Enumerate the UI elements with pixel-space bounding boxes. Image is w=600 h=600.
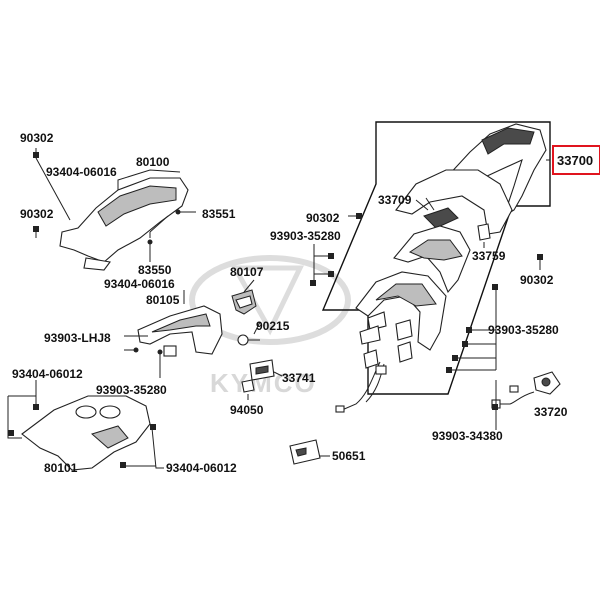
screw-icon	[120, 462, 126, 468]
screw-icon	[33, 404, 39, 410]
callout-90215[interactable]: 90215	[256, 319, 290, 333]
callout-93903-35280[interactable]: 93903-35280	[96, 383, 167, 397]
part-reflector-50651	[289, 439, 321, 465]
part-rear-carrier-80105	[137, 305, 223, 357]
callout-93903-lhj8[interactable]: 93903-LHJ8	[44, 331, 111, 345]
part-inner-panel	[393, 225, 471, 294]
callout-80105[interactable]: 80105	[146, 293, 180, 307]
callout-93404-06016[interactable]: 93404-06016	[104, 277, 175, 291]
callout-80101[interactable]: 80101	[44, 461, 78, 475]
screw-icon	[492, 284, 498, 290]
screw-icon	[33, 226, 39, 232]
screw-icon	[492, 404, 498, 410]
screw-icon	[33, 152, 39, 158]
assembly-group-frame	[321, 121, 551, 395]
callout-33741[interactable]: 33741	[282, 371, 316, 385]
callout-90302[interactable]: 90302	[20, 131, 54, 145]
part-small-trims	[359, 311, 413, 369]
screw-icon	[537, 254, 543, 260]
screw-icon	[452, 355, 458, 361]
screw-icon	[356, 213, 362, 219]
callout-90302[interactable]: 90302	[520, 273, 554, 287]
part-nut-94050	[241, 379, 255, 393]
callout-83551[interactable]: 83551	[202, 207, 236, 221]
part-plate-33741	[249, 359, 275, 381]
callout-94050[interactable]: 94050	[230, 403, 264, 417]
screw-icon	[150, 424, 156, 430]
part-clip-90215	[237, 334, 260, 346]
callout-93404-06016[interactable]: 93404-06016	[46, 165, 117, 179]
part-inner-fender-80101	[21, 395, 151, 471]
callout-80100[interactable]: 80100	[136, 155, 170, 169]
bolt-icon	[175, 209, 181, 215]
callout-33709[interactable]: 33709	[378, 193, 412, 207]
part-rear-cowl-33700	[444, 123, 547, 218]
screw-icon	[8, 430, 14, 436]
callout-33720[interactable]: 33720	[534, 405, 568, 419]
callout-93404-06012[interactable]: 93404-06012	[166, 461, 237, 475]
callout-93903-35280[interactable]: 93903-35280	[488, 323, 559, 337]
screw-icon	[462, 341, 468, 347]
part-rear-fender-80100	[59, 169, 189, 271]
bolt-icon	[133, 347, 139, 353]
callout-33700[interactable]: 33700	[557, 153, 593, 168]
screw-icon	[310, 280, 316, 286]
part-frame-cover	[355, 271, 447, 351]
bolt-icon	[157, 349, 163, 355]
selected-part-highlight	[552, 145, 600, 175]
part-socket-33720	[491, 371, 561, 409]
callout-90302[interactable]: 90302	[20, 207, 54, 221]
callout-90302[interactable]: 90302	[306, 211, 340, 225]
part-side-cover-33709	[395, 169, 513, 235]
part-clip-33759	[477, 223, 491, 241]
screw-icon	[328, 253, 334, 259]
screw-icon	[446, 367, 452, 373]
screw-icon	[466, 327, 472, 333]
screw-icon	[328, 271, 334, 277]
part-harness	[335, 361, 387, 413]
callout-33759[interactable]: 33759	[472, 249, 506, 263]
callout-93404-06012[interactable]: 93404-06012	[12, 367, 83, 381]
part-bracket-80107	[231, 289, 257, 315]
nut-icon	[147, 239, 153, 245]
callout-93903-34380[interactable]: 93903-34380	[432, 429, 503, 443]
callout-80107[interactable]: 80107	[230, 265, 264, 279]
callout-93903-35280[interactable]: 93903-35280	[270, 229, 341, 243]
callout-50651[interactable]: 50651	[332, 449, 366, 463]
callout-83550[interactable]: 83550	[138, 263, 172, 277]
